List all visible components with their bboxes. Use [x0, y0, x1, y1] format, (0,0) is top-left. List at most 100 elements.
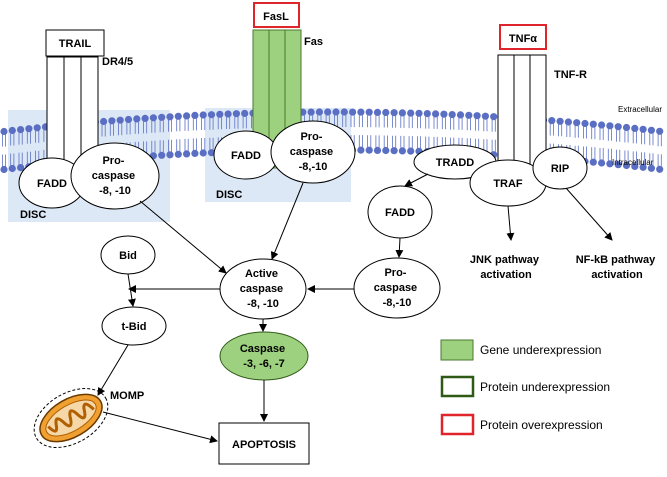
lipid-head	[631, 162, 639, 170]
procaspase-right-label: Pro- caspase -8,-10	[374, 267, 421, 309]
lipid-head	[407, 147, 415, 155]
lipid-head	[382, 146, 390, 155]
lipid-head	[357, 146, 365, 154]
lipid-head	[8, 164, 16, 173]
tnfa-label: TNFα	[509, 33, 537, 45]
lipid-head	[390, 109, 398, 117]
arrow-rip-to-nfkb	[565, 187, 613, 241]
legend-protein-overexpression-swatch	[440, 413, 475, 436]
lipid-head	[349, 108, 357, 116]
lipid-head	[606, 122, 614, 130]
fas-label: Fas	[304, 36, 323, 48]
lipid-head	[365, 146, 373, 154]
dr45-label: DR4/5	[102, 56, 133, 68]
lipid-head	[656, 127, 664, 135]
lipid-head	[490, 113, 498, 121]
lipid-head	[656, 165, 664, 173]
lipid-head	[340, 108, 348, 116]
procaspase-middle-label: Pro- caspase -8,-10	[290, 131, 337, 173]
lipid-head	[382, 108, 390, 117]
apoptosis-label: APOPTOSIS	[232, 439, 296, 451]
lipid-head	[423, 110, 431, 118]
fasl-ligand-box	[253, 2, 300, 28]
lipid-head	[116, 116, 124, 124]
lipid-head	[207, 111, 216, 119]
lipid-head	[17, 126, 25, 134]
lipid-head	[456, 111, 465, 119]
disc-left-label: DISC	[20, 209, 46, 221]
lipid-head	[33, 124, 41, 132]
lipid-head	[407, 109, 415, 117]
lipid-head	[158, 113, 166, 121]
legend-gene-underexpression-swatch	[440, 339, 474, 361]
tbid-node	[101, 306, 167, 346]
legend-protein-overexpression-label: Protein overexpression	[480, 418, 603, 432]
lipid-head	[598, 159, 606, 167]
lipid-head	[573, 119, 581, 127]
lipid-head	[639, 125, 647, 133]
lipid-head	[141, 114, 149, 122]
lipid-head	[398, 147, 406, 155]
lipid-head	[589, 120, 597, 128]
lipid-head	[124, 115, 133, 124]
fadd-left-label: FADD	[37, 178, 67, 190]
lipid-head	[556, 117, 564, 125]
lipid-head	[100, 117, 108, 126]
momp-label: MOMP	[110, 390, 144, 402]
lipid-head	[133, 115, 141, 123]
lipid-head	[224, 110, 232, 118]
trail-ligand-box	[45, 29, 105, 57]
lipid-head	[17, 164, 25, 172]
executioner-caspase-node	[219, 331, 309, 381]
lipid-head	[149, 114, 157, 122]
rip-node	[532, 146, 588, 190]
arrow-middle-disc-to-active	[270, 182, 304, 260]
lipid-head	[174, 150, 182, 158]
lipid-head	[647, 164, 656, 172]
executioner-caspase-label: Caspase -3, -6, -7	[240, 343, 288, 370]
lipid-head	[639, 163, 647, 171]
lipid-head	[174, 112, 182, 120]
nfkb-activation-label: NF-kB pathway activation	[576, 254, 659, 281]
lipid-head	[0, 165, 8, 174]
lipid-head	[216, 110, 224, 118]
legend: Gene underexpression Protein underexpres…	[440, 339, 610, 436]
lipid-head	[365, 108, 373, 116]
trail-label: TRAIL	[59, 38, 92, 50]
rip-label: RIP	[551, 163, 569, 175]
lipid-head	[581, 119, 589, 128]
lipid-head	[166, 113, 174, 121]
lipid-head	[398, 109, 406, 117]
lipid-head	[8, 126, 16, 135]
lipid-head	[315, 108, 323, 116]
lipid-head	[0, 127, 8, 136]
lipid-head	[548, 117, 556, 125]
lipid-head	[598, 121, 606, 129]
procaspase-node-left	[70, 142, 160, 210]
arrow-bid-to-tbid	[127, 273, 136, 307]
lipid-head	[373, 108, 382, 116]
lipid-head	[432, 110, 440, 118]
apoptosis-box	[218, 422, 310, 465]
intracellular-label: Intracellular	[612, 158, 654, 167]
lipid-head	[606, 160, 614, 168]
disc-middle-label: DISC	[216, 189, 242, 201]
lipid-head	[564, 118, 573, 126]
bid-label: Bid	[119, 250, 137, 262]
procaspase-left-label: Pro- caspase -8, -10	[92, 155, 139, 197]
active-caspase-label: Active caspase -8, -10	[240, 268, 287, 310]
legend-protein-underexpression-label: Protein underexpression	[480, 380, 610, 394]
lipid-head	[199, 149, 207, 157]
tnfr-label: TNF-R	[554, 69, 587, 81]
procaspase-node-right	[353, 257, 441, 319]
arrow-tbid-to-mito	[97, 344, 129, 396]
lipid-head	[614, 161, 622, 169]
lipid-head	[108, 117, 116, 125]
lipid-head	[241, 109, 249, 117]
fadd-right-label: FADD	[385, 207, 415, 219]
tbid-label: t-Bid	[121, 321, 146, 333]
lipid-head	[183, 150, 191, 158]
arrow-fadd-to-procaspase	[395, 237, 404, 258]
